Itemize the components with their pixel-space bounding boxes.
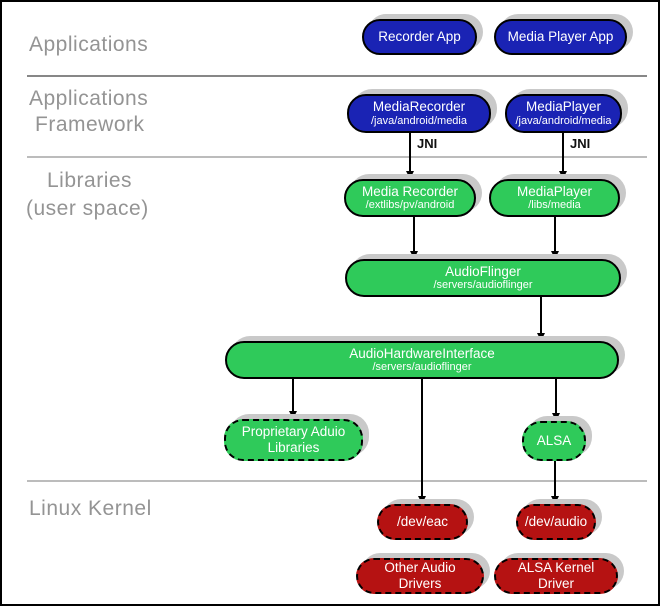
node-media-recorder-library-path: /extlibs/pv/android bbox=[365, 199, 455, 212]
node-audiohardwareinterface-label: AudioHardwareInterface bbox=[349, 345, 495, 361]
node-media-player-app-label: Media Player App bbox=[507, 29, 614, 45]
node-other-audio-drivers: Other Audio Drivers bbox=[356, 558, 484, 594]
arrow-audioflinger-to-audiohardwareinterface bbox=[537, 297, 546, 341]
node-audioflinger-path: /servers/audioflinger bbox=[433, 279, 533, 292]
arrow-mediaplayer-to-audioflinger bbox=[551, 217, 560, 259]
node-mediaplayer-library-label: MediaPlayer bbox=[516, 183, 593, 199]
section-label-framework-line1: Applications bbox=[29, 87, 149, 110]
node-recorder-app-label: Recorder App bbox=[378, 29, 461, 45]
node-alsa: ALSA bbox=[522, 421, 586, 461]
node-proprietary-audio-libraries: Proprietary Aduio Libraries bbox=[224, 419, 363, 461]
node-mediarecorder-framework: MediaRecorder /java/android/media bbox=[347, 94, 491, 133]
section-label-framework-line2: Framework bbox=[35, 113, 145, 136]
jni-label-left: JNI bbox=[417, 136, 438, 151]
section-label-applications: Applications bbox=[29, 33, 149, 56]
arrow-ahi-to-alsa bbox=[552, 379, 561, 421]
jni-label-right: JNI bbox=[570, 136, 591, 151]
section-label-libraries-line1: Libraries bbox=[47, 169, 133, 192]
node-media-recorder-library: Media Recorder /extlibs/pv/android bbox=[344, 179, 476, 217]
section-divider-libraries bbox=[27, 480, 647, 482]
arrow-alsa-to-dev-audio bbox=[551, 461, 560, 504]
node-dev-eac-label: /dev/eac bbox=[396, 514, 449, 530]
node-dev-audio-label: /dev/audio bbox=[524, 514, 588, 530]
arrow-mediaplayer-jni bbox=[559, 133, 568, 179]
arrow-mediarecorder-jni bbox=[406, 133, 415, 179]
node-mediarecorder-framework-path: /java/android/media bbox=[370, 114, 467, 127]
arrow-ahi-to-proprietary-libraries bbox=[289, 379, 298, 419]
node-dev-eac: /dev/eac bbox=[377, 504, 468, 540]
node-mediaplayer-framework-label: MediaPlayer bbox=[525, 99, 602, 115]
node-recorder-app: Recorder App bbox=[362, 19, 477, 55]
node-audioflinger-label: AudioFlinger bbox=[445, 263, 521, 279]
node-media-recorder-library-label: Media Recorder bbox=[361, 183, 459, 199]
node-audioflinger: AudioFlinger /servers/audioflinger bbox=[345, 259, 621, 297]
node-audiohardwareinterface: AudioHardwareInterface /servers/audiofli… bbox=[225, 341, 619, 379]
node-mediarecorder-framework-label: MediaRecorder bbox=[372, 99, 466, 115]
node-mediaplayer-framework: MediaPlayer /java/android/media bbox=[505, 94, 622, 133]
section-label-libraries-line2: (user space) bbox=[26, 197, 149, 220]
node-mediaplayer-library: MediaPlayer /libs/media bbox=[489, 179, 620, 217]
node-mediaplayer-library-path: /libs/media bbox=[528, 199, 581, 212]
section-label-linux-kernel: Linux Kernel bbox=[29, 497, 152, 520]
node-alsa-kernel-driver: ALSA Kernel Driver bbox=[494, 558, 618, 594]
arrow-mediarecorder-to-audioflinger bbox=[410, 217, 419, 259]
node-media-player-app: Media Player App bbox=[494, 19, 627, 55]
node-alsa-label: ALSA bbox=[536, 433, 572, 449]
node-other-audio-drivers-label: Other Audio Drivers bbox=[384, 560, 456, 591]
node-audiohardwareinterface-path: /servers/audioflinger bbox=[372, 361, 472, 374]
section-divider-framework bbox=[27, 156, 647, 158]
node-dev-audio: /dev/audio bbox=[516, 504, 596, 540]
node-proprietary-audio-libraries-label: Proprietary Aduio Libraries bbox=[241, 424, 346, 455]
node-alsa-kernel-driver-label: ALSA Kernel Driver bbox=[517, 560, 595, 591]
section-divider-applications bbox=[27, 75, 647, 77]
arrow-ahi-to-dev-eac bbox=[418, 379, 427, 504]
node-mediaplayer-framework-path: /java/android/media bbox=[515, 114, 612, 127]
